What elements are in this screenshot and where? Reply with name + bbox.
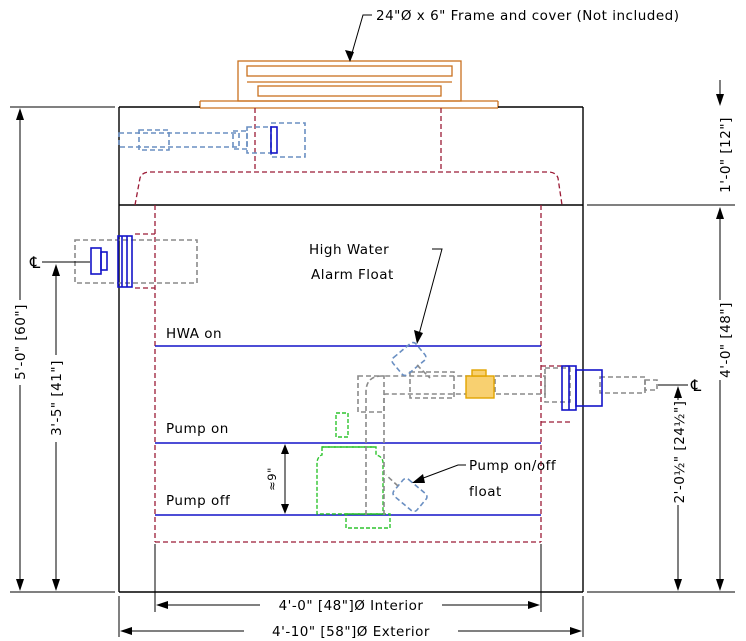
dim-interior: 4'-0" [48"]Ø Interior <box>154 544 542 614</box>
dim-inlet-height: 3'-5" [41"] <box>49 264 65 591</box>
dim-float-gap: ≈9" <box>265 444 289 514</box>
outlet-centerline: ℄ <box>658 376 702 395</box>
outlet-fitting <box>561 365 603 411</box>
dim-top-section: 1'-0" [12"] <box>587 80 735 206</box>
bottom-section-label: 4'-0" [48"] <box>718 302 734 378</box>
hwa-float-label-2: Alarm Float <box>311 267 394 283</box>
dim-bottom-section: 4'-0" [48"] <box>587 207 735 593</box>
pump-on-label: Pump on <box>166 421 229 437</box>
inlet-height-label: 3'-5" [41"] <box>49 360 65 436</box>
hwa-float-callout: High Water Alarm Float <box>309 242 443 344</box>
frame-note: 24"Ø x 6" Frame and cover (Not included) <box>345 8 680 62</box>
pump-float <box>385 474 428 513</box>
exterior-diameter-label: 4'-10" [58"]Ø Exterior <box>272 624 430 640</box>
inlet-centerline-symbol: ℄ <box>29 253 41 272</box>
frame-and-cover <box>199 60 499 109</box>
top-section-label: 1'-0" [12"] <box>718 117 734 193</box>
pump-float-callout: Pump on/off float <box>412 458 557 500</box>
outlet-height-label: 2'-0½" [24½"] <box>672 401 688 504</box>
pump-off-label: Pump off <box>166 493 231 509</box>
vent-pipe <box>118 122 306 158</box>
inlet-pipe: ℄ <box>29 235 198 288</box>
frame-note-text: 24"Ø x 6" Frame and cover (Not included) <box>376 8 680 24</box>
pump-float-label-1: Pump on/off <box>469 458 557 474</box>
high-water-float <box>391 341 431 379</box>
dim-outlet-height: 2'-0½" [24½"] <box>672 386 688 591</box>
float-gap-label: ≈9" <box>265 467 279 491</box>
discharge-piping <box>357 367 658 515</box>
level-lines: HWA on Pump on Pump off <box>155 326 541 516</box>
dim-exterior: 4'-10" [58"]Ø Exterior <box>118 596 584 640</box>
overall-height-label: 5'-0" [60"] <box>13 304 29 380</box>
dim-overall-height: 5'-0" [60"] <box>10 106 115 593</box>
outlet-centerline-symbol: ℄ <box>690 376 702 395</box>
hwa-float-label-1: High Water <box>309 242 389 258</box>
basin-outline <box>118 106 584 593</box>
check-valve <box>465 369 495 399</box>
interior-diameter-label: 4'-0" [48"]Ø Interior <box>279 598 424 614</box>
pump-float-label-2: float <box>469 484 502 500</box>
basin-interior <box>134 108 570 543</box>
hwa-on-label: HWA on <box>166 326 222 342</box>
pump <box>316 412 391 529</box>
